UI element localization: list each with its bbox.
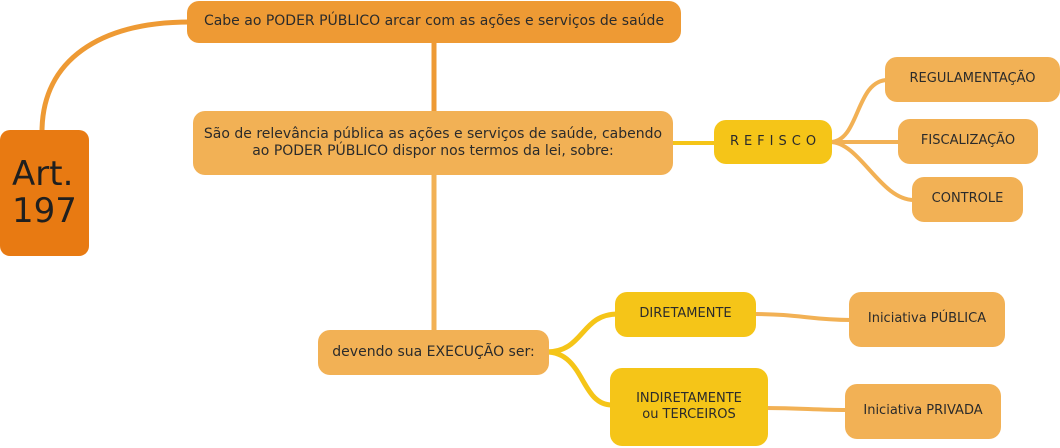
node-iniciativa-privada: Iniciativa PRIVADA (845, 384, 1001, 439)
node-poder-publico-arcar: Cabe ao PODER PÚBLICO arcar com as ações… (187, 1, 681, 43)
root-label-line1: Art. (12, 154, 74, 195)
connector-n3-to-indiretamente (545, 349, 613, 408)
node-indiretamente-line2: ou TERCEIROS (642, 407, 736, 422)
connector-root-to-n1 (39, 19, 193, 135)
connector-diretamente-to-publica (753, 312, 852, 322)
root-label-line2: 197 (12, 191, 77, 231)
node-relevancia-line2: ao PODER PÚBLICO dispor nos termos da le… (252, 143, 614, 159)
node-refisco: REFISCO (714, 120, 832, 164)
connector-refisco-to-controle (829, 140, 915, 202)
root-node-art-197: Art. 197 (0, 130, 89, 256)
node-diretamente: DIRETAMENTE (615, 292, 756, 337)
connector-n3-to-diretamente (545, 311, 619, 355)
node-relevancia-line1: São de relevância pública as ações e ser… (203, 125, 663, 142)
node-indiretamente-line1: INDIRETAMENTE (636, 390, 742, 406)
node-iniciativa-publica: Iniciativa PÚBLICA (849, 292, 1005, 347)
node-execucao: devendo sua EXECUÇÃO ser: (318, 330, 549, 375)
node-fiscalizacao: FISCALIZAÇÃO (898, 119, 1038, 164)
connector-refisco-to-regulamentacao (829, 78, 889, 144)
node-controle: CONTROLE (912, 177, 1023, 222)
connector-indiretamente-to-privada (765, 406, 848, 412)
node-indiretamente: INDIRETAMENTE ou TERCEIROS (610, 368, 768, 446)
node-relevancia-publica: São de relevância pública as ações e ser… (193, 111, 673, 175)
node-regulamentacao: REGULAMENTAÇÃO (885, 57, 1060, 102)
